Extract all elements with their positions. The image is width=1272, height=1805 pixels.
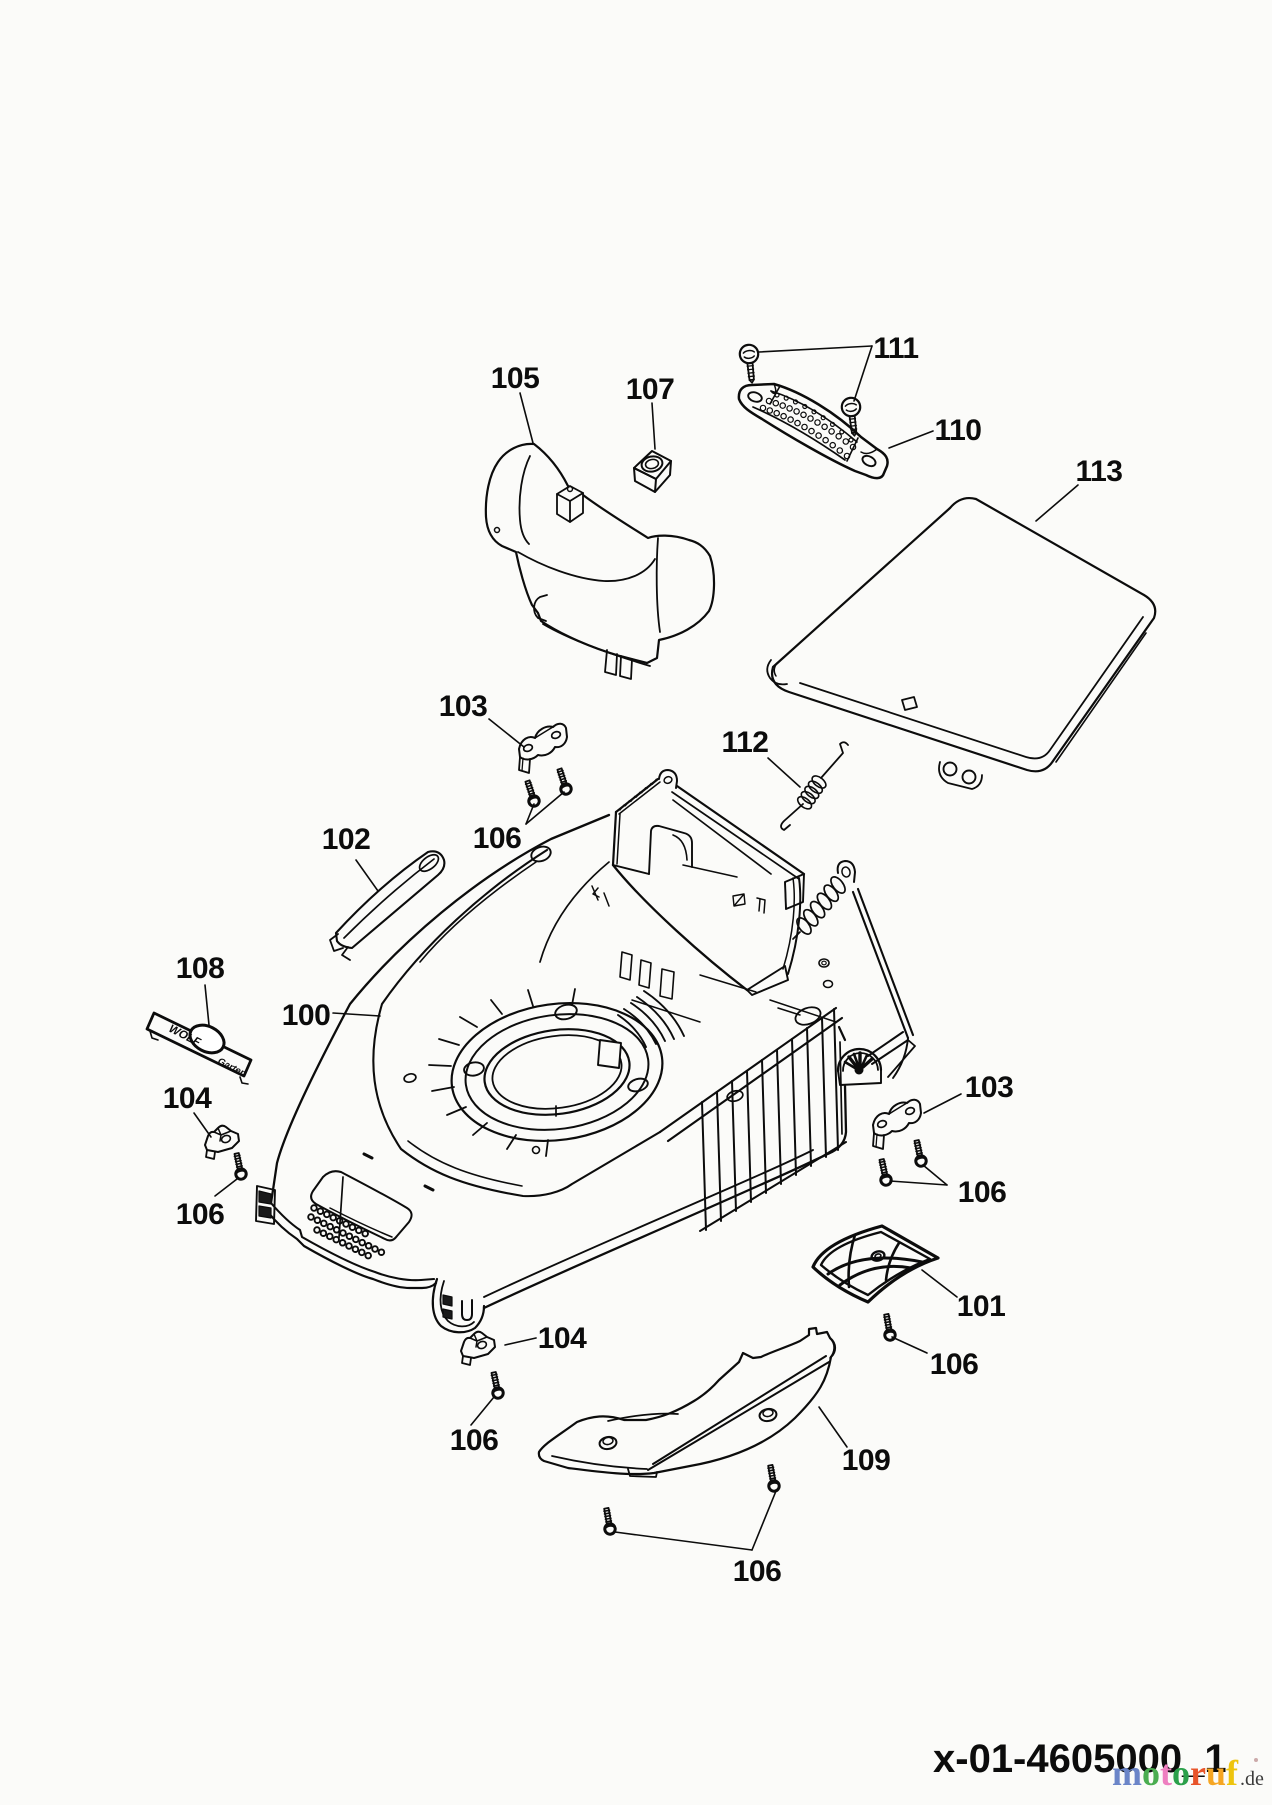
svg-text:111: 111 <box>873 332 918 365</box>
svg-text:103: 103 <box>439 690 488 723</box>
svg-text:.de: .de <box>1240 1768 1264 1790</box>
svg-text:x-01-4605000_1: x-01-4605000_1 <box>933 1737 1227 1781</box>
svg-text:106: 106 <box>733 1555 782 1588</box>
svg-text:106: 106 <box>958 1176 1007 1209</box>
svg-text:105: 105 <box>491 362 540 395</box>
svg-text:107: 107 <box>626 373 675 406</box>
svg-text:106: 106 <box>473 822 522 855</box>
svg-text:106: 106 <box>450 1424 499 1457</box>
svg-text:112: 112 <box>722 726 769 759</box>
svg-text:108: 108 <box>176 952 225 985</box>
svg-text:113: 113 <box>1076 455 1123 488</box>
svg-text:103: 103 <box>965 1071 1014 1104</box>
svg-text:104: 104 <box>163 1082 212 1115</box>
svg-text:104: 104 <box>538 1322 587 1355</box>
svg-text:106: 106 <box>176 1198 225 1231</box>
svg-text:101: 101 <box>957 1290 1006 1323</box>
svg-text:motoruf: motoruf <box>1112 1753 1239 1793</box>
svg-text:102: 102 <box>322 823 371 856</box>
svg-text:106: 106 <box>930 1348 979 1381</box>
svg-text:100: 100 <box>282 999 331 1032</box>
svg-text:109: 109 <box>842 1444 891 1477</box>
svg-text:110: 110 <box>935 414 982 447</box>
